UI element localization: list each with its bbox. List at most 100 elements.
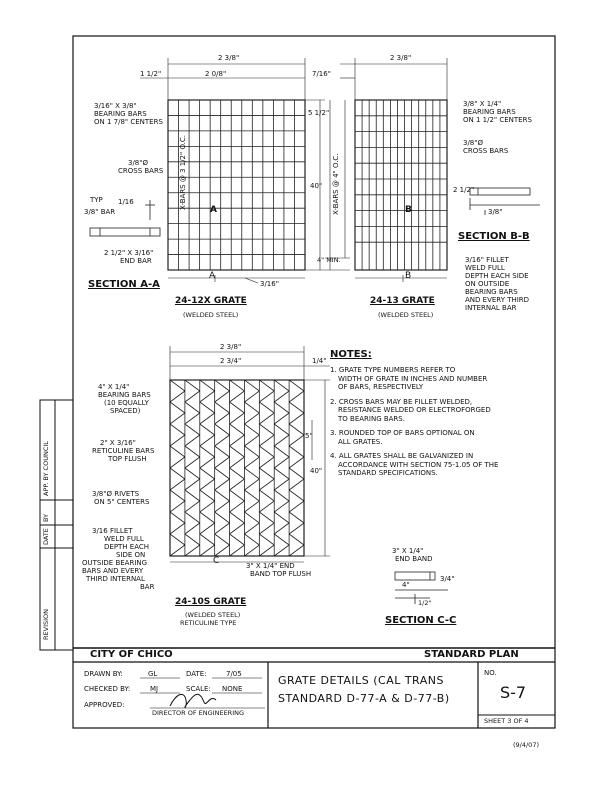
a-label-endbar-dim: 2 1/2" X 3/16" [104,249,154,257]
note-1-line-1: 1. GRATE TYPE NUMBERS REFER TO [330,366,456,374]
c-label-endband: 3" X 1/4" END [246,562,295,570]
grate-c-reticuline-bar [229,445,245,458]
a-grate-name: 24-12X GRATE [175,296,247,306]
grate-c-reticuline-bar [259,478,275,491]
title-standard: STANDARD PLAN [424,649,519,660]
grate-c-reticuline-bar [184,544,201,557]
grate-c-reticuline-bar [199,390,215,403]
b-dim-bottom: 4" MIN. [317,256,341,264]
notes-title: NOTES: [330,349,372,360]
a-dim-left: 1 1/2" [140,70,162,78]
b-dim-bearing-small: 2 1/2" [453,186,475,194]
grate-c-reticuline-bar [273,390,290,403]
grate-c-reticuline-bar [184,401,201,414]
grate-c-reticuline-bar [288,456,305,469]
c-dim-inner: 2 3/4" [220,357,242,365]
grate-c-reticuline-bar [288,401,305,414]
rev-label-by: BY [42,513,50,522]
grate-c-reticuline-bar [184,467,201,480]
grate-c-reticuline-bar [273,467,290,480]
c-label-ret: RETICULINE BARS [92,447,155,455]
grate-c-reticuline-bar [288,434,305,447]
grate-c-reticuline-bar [244,511,260,524]
title-line1: GRATE DETAILS (CAL TRANS [278,674,444,687]
rev-label-date: DATE [42,528,50,545]
grate-c-reticuline-bar [273,401,290,414]
grate-c-reticuline-bar [214,500,230,513]
b-grate-sub: (WELDED STEEL) [378,311,434,319]
grate-c-reticuline-bar [273,456,290,469]
c-label-equal: (10 EQUALLY [104,399,149,407]
b-label-centers: ON 1 1/2" CENTERS [463,116,532,124]
checked-val: MJ [150,685,159,693]
grate-c-reticuline-bar [244,467,260,480]
cc-label-34: 3/4" [440,575,455,583]
grate-c-reticuline-bar [273,489,290,502]
b-label-bearing: BEARING BARS [463,108,516,116]
grate-c-reticuline-bar [259,423,275,436]
b-section-mark-bottom: B [405,271,412,281]
c-dim-overall: 2 3/8" [220,343,242,351]
grate-c-reticuline-bar [288,467,305,480]
grate-c-reticuline-bar [199,456,215,469]
date-label: DATE: [186,670,207,678]
grate-c-reticuline-bar [244,456,260,469]
c-label-bar: BAR [140,583,155,591]
grate-c-reticuline-bar [229,544,245,557]
grate-c-reticuline-bar [199,533,215,546]
grate-c-reticuline-bar [288,478,305,491]
grate-c-reticuline-bar [288,522,305,535]
grate-c-reticuline-bar [229,423,245,436]
grate-c-reticuline-bar [199,544,215,557]
grate-c-reticuline-bar [184,412,201,425]
note-4-line-1: 4. ALL GRATES SHALL BE GALVANIZED IN [330,452,474,460]
grate-c-reticuline-bar [169,511,186,524]
grate-c-reticuline-bar [199,434,215,447]
grate-c-reticuline-bar [288,412,305,425]
grate-c-reticuline-bar [214,445,230,458]
b-label-cross: CROSS BARS [463,147,509,155]
grate-c-reticuline-bar [214,533,230,546]
grate-c-reticuline-bar [169,401,186,414]
a-dim-spacing: X-BARS @ 3 1/2" O.C. [179,134,187,210]
c-label-flush: TOP FLUSH [108,455,147,463]
c-grate-sub: (WELDED STEEL) [185,611,241,619]
grate-c-reticuline-bar [273,379,290,392]
title-line2: STANDARD D-77-A & D-77-B) [278,692,450,705]
grate-c-reticuline-bar [169,456,186,469]
grate-c-reticuline-bar [169,522,186,535]
grate-c-reticuline-bar [244,489,260,502]
grate-c-reticuline-bar [259,489,275,502]
grate-c-reticuline-bar [184,456,201,469]
grate-c-reticuline-bar [259,467,275,480]
scale-val: NONE [222,685,243,693]
approved-label: APPROVED: [84,701,125,709]
a-grate-sub: (WELDED STEEL) [183,311,239,319]
grate-c-reticuline-bar [259,500,275,513]
grate-c-reticuline-bar [244,434,260,447]
grate-c-reticuline-bar [199,500,215,513]
note-4-line-2: ACCORDANCE WITH SECTION 75-1.05 OF THE [338,460,499,469]
grate-c-reticuline-bar [288,445,305,458]
grate-c-reticuline-bar [184,379,201,392]
note-3-line-2: ALL GRATES. [338,437,383,446]
a-label-cross-dim: 3/8"Ø [128,159,148,167]
grate-c-reticuline-bar [169,533,186,546]
grate-c-reticuline-bar [214,456,230,469]
c-label-spaced: SPACED) [110,407,141,415]
no-label: NO. [484,669,497,677]
b-dim-left: 7/16" [312,70,331,78]
b-label-cross-dim: 3/8"Ø [463,139,483,147]
grate-c-reticuline-bar [288,423,305,436]
grate-c-reticuline-bar [288,379,305,392]
grate-b-bars [354,99,448,271]
grate-c-reticuline-bar [244,500,260,513]
grate-c-reticuline-bar [273,423,290,436]
c-label-weld: WELD FULL [104,535,144,543]
c-label-ret-dim: 2" X 3/16" [100,439,136,447]
footer-date: (9/4/07) [513,741,539,749]
c-label-side: SIDE ON [116,551,146,559]
grate-c-reticuline-bar [184,533,201,546]
grate-c-reticuline-bar [169,390,186,403]
